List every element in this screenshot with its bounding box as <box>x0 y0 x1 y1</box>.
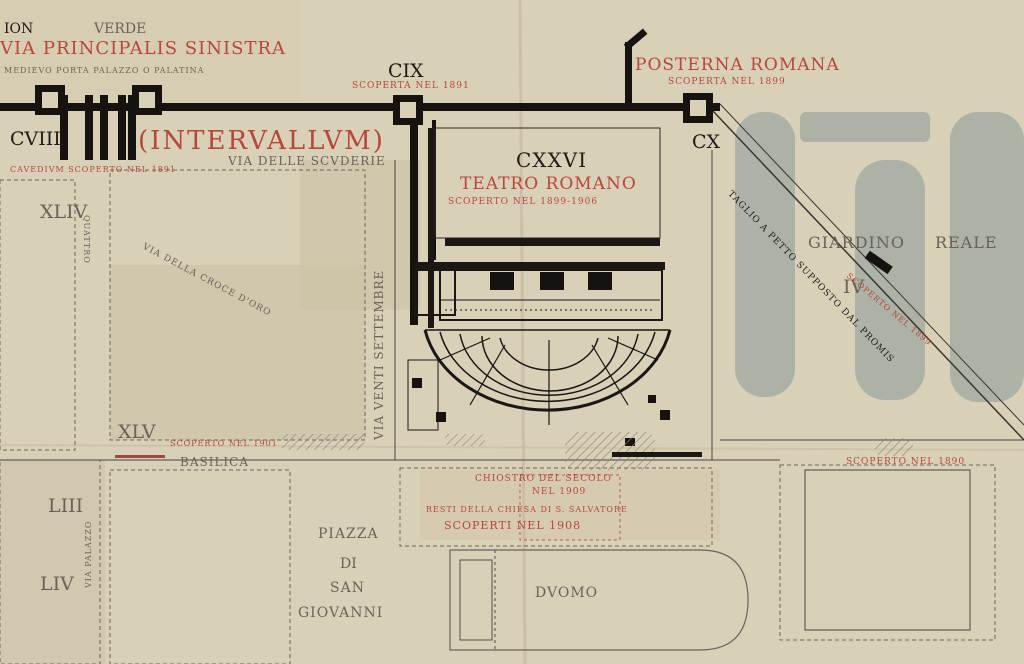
rubble-area <box>282 434 364 450</box>
giardino-reale-parterres <box>735 112 1024 402</box>
paper-fold <box>0 444 1024 451</box>
label-san: SAN <box>330 580 365 596</box>
paper-stain <box>0 460 105 664</box>
label-verde: VERDE <box>94 21 147 37</box>
duomo-outline <box>449 549 749 651</box>
label-scoperti-1908: SCOPERTI NEL 1908 <box>444 519 582 532</box>
label-cx: CX <box>692 131 721 153</box>
label-iv: IV <box>843 276 865 298</box>
rubble-area <box>875 438 913 456</box>
gate-openings <box>42 92 155 108</box>
label-basilica: BASILICA <box>180 455 250 469</box>
label-quattro: QUATTRO <box>82 215 91 264</box>
label-cix-note: SCOPERTA NEL 1891 <box>352 81 470 91</box>
label-di: DI <box>340 556 357 572</box>
label-cviii: CVIII <box>10 128 61 150</box>
tower-cix <box>393 95 423 125</box>
label-chiostro: CHIOSTRO DEL SECOLO <box>475 474 612 484</box>
label-basilica-note: SCOPERTO NEL 1901 <box>170 439 278 448</box>
teatro-romano-plan <box>407 127 672 446</box>
label-fragment: ION <box>4 21 34 37</box>
label-posterna-romana: POSTERNA ROMANA <box>635 55 840 75</box>
label-xliv: XLIV <box>40 201 88 223</box>
label-cxxvi: CXXVI <box>516 148 588 172</box>
wall-fragment <box>612 452 702 457</box>
label-cavedium: CAVEDIVM SCOPERTO NEL 1891 <box>10 165 176 174</box>
label-cix: CIX <box>388 60 424 82</box>
label-via-scuderie: VIA DELLE SCVDERIE <box>228 154 386 168</box>
paper-stain <box>300 160 420 310</box>
rubble-area <box>565 432 655 470</box>
tower-cx <box>683 93 713 123</box>
paper-stain <box>420 470 720 540</box>
taglio-a-petto-line <box>711 103 1024 441</box>
label-chiostro-date: NEL 1909 <box>532 487 587 497</box>
label-duomo: DVOMO <box>535 585 599 601</box>
label-scoperto-1890: SCOPERTO NEL 1890 <box>846 457 966 467</box>
wall-fragment <box>115 455 165 458</box>
label-intervallum: (INTERVALLVM) <box>138 126 385 156</box>
label-xlv: XLV <box>118 421 156 443</box>
label-resti-chiesa: RESTI DELLA CHIESA DI S. SALVATORE <box>426 505 628 514</box>
label-teatro-romano: TEATRO ROMANO <box>460 174 637 194</box>
red-excavation-outlines <box>519 474 621 541</box>
rubble-area <box>445 434 485 446</box>
label-teatro-note: SCOPERTO NEL 1899-1906 <box>448 197 599 207</box>
wall-fragment <box>864 250 893 275</box>
label-giardino: GIARDINO <box>808 233 905 252</box>
label-liv: LIV <box>40 573 74 595</box>
label-reale: REALE <box>935 233 998 252</box>
label-giovanni: GIOVANNI <box>298 605 384 621</box>
label-piazza: PIAZZA <box>318 526 379 542</box>
label-posterna-note: SCOPERTA NEL 1899 <box>668 77 786 87</box>
label-liii: LIII <box>48 495 84 517</box>
label-via-palazzo: VIA PALAZZO <box>84 520 93 588</box>
label-venti-settembre: VIA VENTI SETTEMBRE <box>372 269 386 440</box>
label-porta-palatina: MEDIEVO PORTA PALAZZO O PALATINA <box>4 66 205 75</box>
label-via-principalis: VIA PRINCIPALIS SINISTRA <box>0 38 287 59</box>
